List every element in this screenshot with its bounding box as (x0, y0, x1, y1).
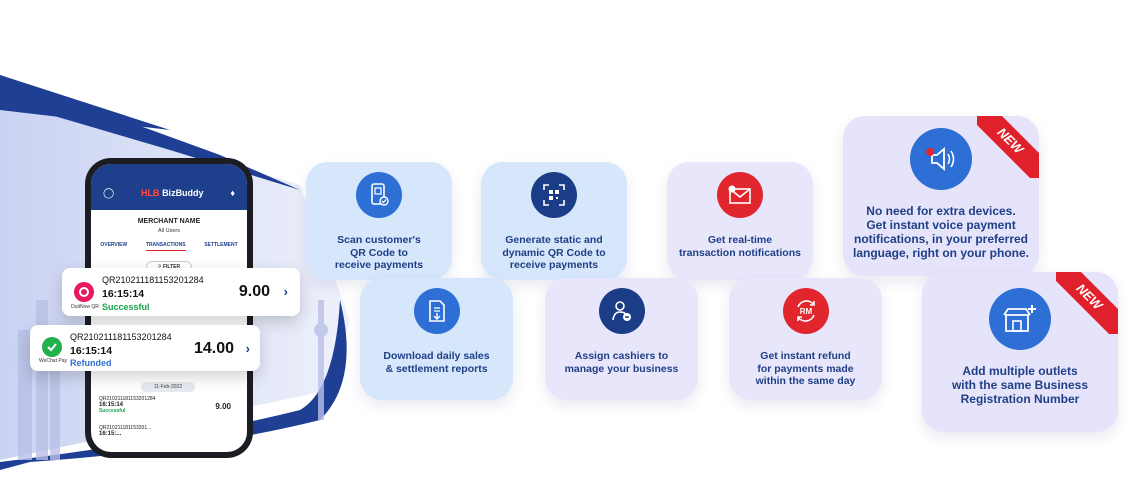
search-icon: ⚲ (157, 264, 162, 270)
app-logo: HLB BizBuddy (141, 188, 204, 198)
feature-text: Scan customer's QR Code to receive payme… (334, 234, 424, 271)
feature-card-assign-cashiers: Assign cashiers to manage your business (545, 278, 698, 400)
chevron-right-icon[interactable]: › (283, 284, 288, 299)
users-label: All Users (157, 228, 180, 234)
svg-text:RM: RM (799, 307, 812, 316)
transaction-id: QR210211181153201284 (102, 275, 204, 285)
feature-card-instant-refund: RM Get instant refund for payments made … (729, 278, 882, 400)
duitnow-icon (74, 282, 94, 302)
list-item[interactable]: QR210211181153201284 16:15:14 Successful… (99, 396, 231, 414)
cashier-user-icon (598, 288, 645, 334)
refund-rm-icon: RM (782, 288, 829, 334)
mail-notification-icon (717, 172, 763, 218)
merchant-name: MERCHANT NAME (137, 218, 201, 225)
account-icon[interactable]: ◯ (103, 187, 115, 199)
qr-code-icon (531, 172, 577, 218)
new-badge: NEW (1056, 272, 1118, 334)
phone-tabs: OVERVIEW TRANSACTIONS SETTLEMENT (91, 242, 247, 251)
wechat-pay-icon (42, 337, 62, 357)
transaction-id: QR210211181153201284 (70, 332, 172, 342)
speaker-icon (910, 128, 972, 190)
feature-text: Add multiple outlets with the same Busin… (951, 364, 1089, 406)
status-badge: Successful (102, 302, 150, 312)
transaction-card[interactable]: DuitNow QR QR210211181153201284 16:15:14… (62, 268, 300, 316)
wallet-label: WeChat Pay (39, 358, 67, 364)
feature-text: Get real-time transaction notifications (679, 234, 801, 259)
feature-text: Download daily sales & settlement report… (383, 350, 490, 375)
feature-card-scan-qr: Scan customer's QR Code to receive payme… (306, 162, 452, 280)
transaction-amount: 9.00 (238, 283, 270, 300)
feature-card-generate-qr: Generate static and dynamic QR Code to r… (481, 162, 627, 280)
phone-app-header: ◯ HLB BizBuddy ♦ (91, 164, 247, 210)
tab-transactions[interactable]: TRANSACTIONS (145, 242, 186, 251)
transaction-time: 16:15:14 (70, 345, 113, 357)
feature-card-voice-notifications: NEW No need for extra devices. Get insta… (843, 116, 1039, 276)
feature-text: No need for extra devices. Get instant v… (853, 204, 1029, 260)
scan-qr-icon (356, 172, 402, 218)
wallet-label: DuitNow QR (71, 304, 99, 310)
bell-icon[interactable]: ♦ (230, 188, 235, 198)
tab-settlement[interactable]: SETTLEMENT (204, 242, 238, 248)
feature-text: Assign cashiers to manage your business (564, 350, 679, 375)
status-badge: Refunded (70, 358, 112, 368)
chevron-right-icon[interactable]: › (245, 341, 250, 356)
feature-card-multiple-outlets: NEW Add multiple outlets with the same B… (922, 272, 1118, 432)
transaction-card[interactable]: WeChat Pay QR210211181153201284 16:15:14… (30, 325, 260, 371)
list-item[interactable]: QR210211181153201... 16:15:... (99, 425, 152, 437)
date-separator: 11-Feb-2022 (141, 382, 195, 392)
transaction-amount: 14.00 (193, 340, 234, 357)
new-badge: NEW (977, 116, 1039, 178)
feature-card-download-reports: Download daily sales & settlement report… (360, 278, 513, 400)
feature-text: Get instant refund for payments made wit… (755, 350, 856, 387)
transaction-time: 16:15:14 (102, 288, 145, 300)
tab-overview[interactable]: OVERVIEW (100, 242, 128, 248)
feature-text: Generate static and dynamic QR Code to r… (502, 234, 606, 271)
download-report-icon (413, 288, 460, 334)
feature-card-notifications: Get real-time transaction notifications (667, 162, 813, 280)
add-outlet-icon (989, 288, 1051, 350)
